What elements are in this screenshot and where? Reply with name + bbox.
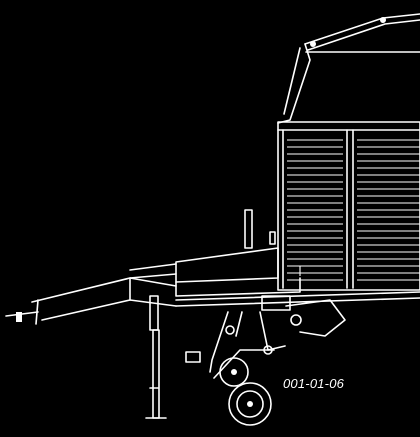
parking-jack <box>145 295 167 419</box>
wagon-roof <box>277 13 420 124</box>
suspension-linkage <box>185 299 346 379</box>
figure-reference-code: 001-01-06 <box>283 376 345 391</box>
chassis-frame <box>129 247 420 311</box>
pickup-wheel-front <box>219 357 249 387</box>
drawbar <box>5 277 177 325</box>
pickup-wheel-rear <box>228 382 272 426</box>
wagon-body <box>244 121 420 291</box>
